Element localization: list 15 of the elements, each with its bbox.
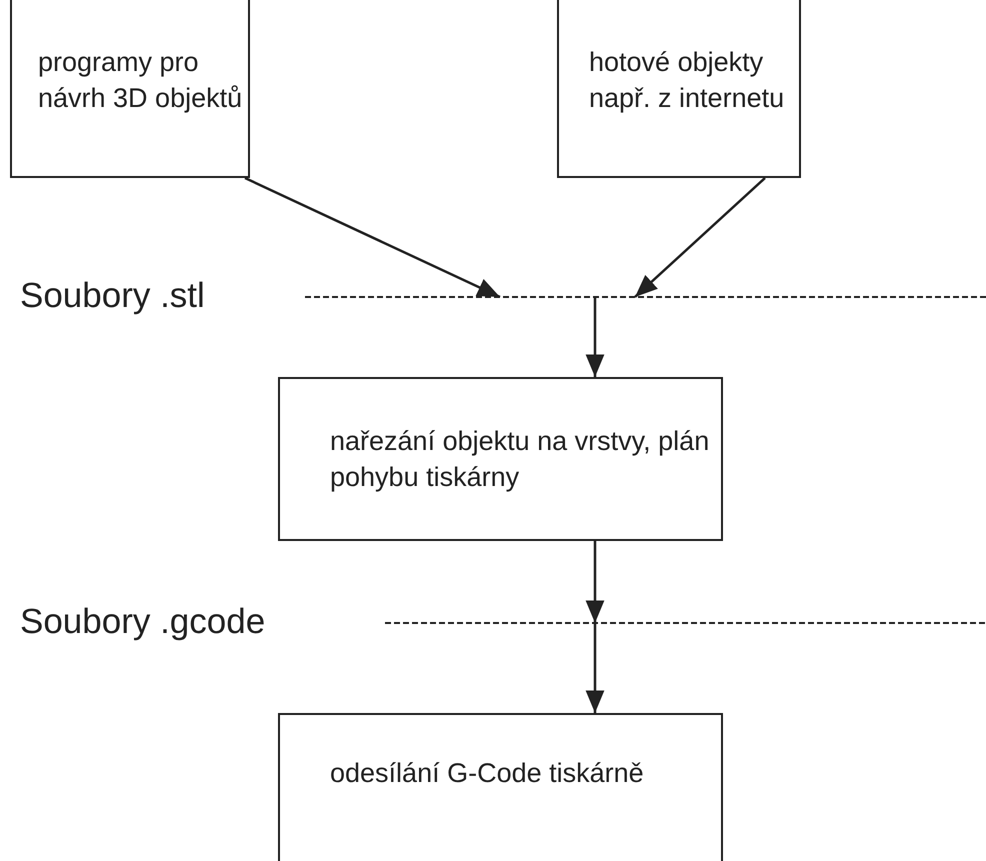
process-box: [557, 0, 801, 178]
arrow: [586, 297, 604, 377]
arrow: [586, 623, 604, 713]
arrow: [244, 176, 501, 298]
process-box: [278, 377, 723, 541]
divider-label: Soubory .gcode: [20, 601, 266, 643]
box-text: odesílání G-Code tiskárně: [330, 757, 645, 790]
box-text: programy pro návrh 3D objektů: [38, 46, 244, 115]
process-box: [278, 713, 723, 861]
process-box: [10, 0, 250, 178]
box-text: hotové objekty např. z internetu: [589, 46, 786, 115]
arrow: [634, 177, 766, 298]
divider-label: Soubory .stl: [20, 275, 205, 317]
arrow: [586, 541, 604, 623]
box-text: nařezání objektu na vrstvy, plán pohybu tiskárny: [330, 425, 710, 494]
